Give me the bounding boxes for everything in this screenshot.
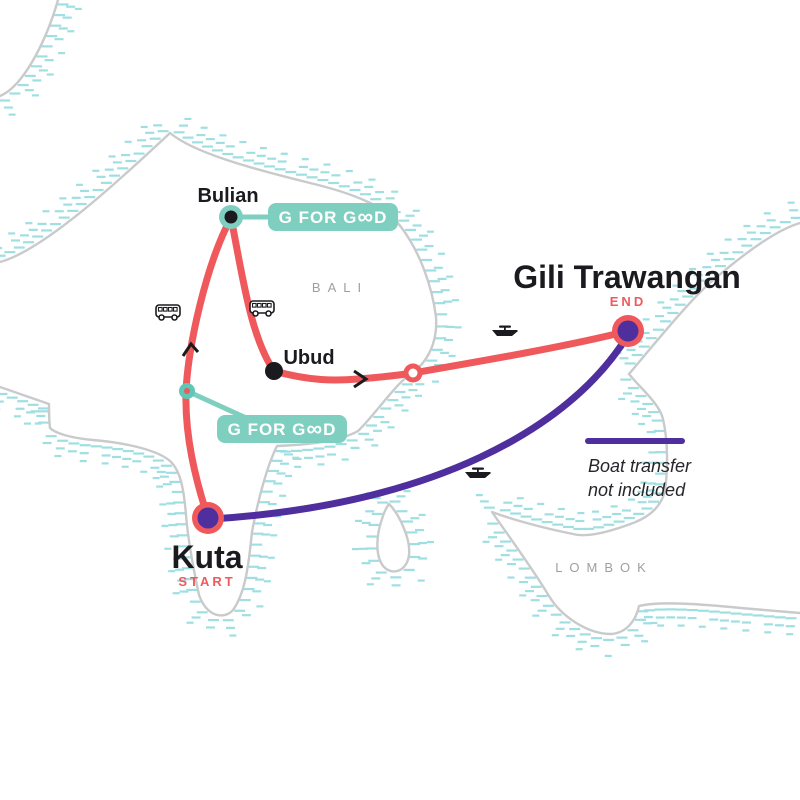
badge-label-part: G FOR G	[279, 208, 358, 227]
region-label-lombok: LOMBOK	[555, 560, 653, 575]
stop-label-kuta: Kuta	[171, 539, 242, 575]
terminal-core	[617, 320, 639, 342]
boat-icon	[492, 325, 518, 336]
bus-window	[157, 306, 163, 312]
bus-icon	[249, 300, 275, 317]
legend-text-line: Boat transfer	[588, 456, 692, 476]
badges-layer: G FOR G∞DG FOR G∞D	[184, 203, 398, 443]
coastline-lombok	[490, 221, 800, 636]
stop-marker-g-for-good-point	[179, 383, 195, 399]
direction-arrow-north	[181, 341, 200, 357]
region-label-bali: BALI	[312, 280, 368, 295]
start-tag: START	[178, 574, 235, 589]
coastline-bali	[0, 131, 438, 617]
stop-marker-kuta	[192, 502, 224, 534]
bus-wheel	[171, 314, 178, 321]
infinity-glyph: ∞	[357, 204, 374, 229]
stop-label-ubud: Ubud	[283, 347, 334, 369]
boat-hull	[492, 330, 518, 336]
boat-mast	[477, 469, 479, 473]
stop-markers-layer	[179, 205, 644, 534]
boat-canopy	[499, 325, 511, 328]
bus-icon	[155, 304, 181, 321]
badge-label-part: D	[323, 420, 336, 439]
g-for-good-badge: G FOR G∞D	[228, 203, 398, 231]
stop-marker-transfer-point	[403, 363, 423, 383]
stop-marker-bulian	[219, 205, 243, 229]
boat-hull	[465, 472, 491, 478]
end-tag: END	[610, 294, 646, 309]
badge-label: G FOR G∞D	[279, 204, 388, 229]
visited-core	[224, 210, 238, 224]
stop-label-bulian: Bulian	[197, 185, 258, 207]
legend: Boat transfer not included	[585, 438, 692, 500]
boat-canopy	[472, 467, 484, 470]
boat-icon	[465, 467, 491, 478]
infinity-glyph: ∞	[306, 416, 323, 441]
badge-background	[268, 203, 398, 231]
island-nusa	[376, 502, 411, 573]
badge-background	[217, 415, 347, 443]
bus-window	[261, 302, 267, 308]
g-for-good-core	[184, 388, 190, 394]
legend-text-line: not included	[588, 480, 686, 500]
badge-label-part: G FOR G	[228, 420, 307, 439]
transport-icons-layer	[155, 300, 518, 478]
route-boat-transfer	[208, 331, 632, 523]
bus-window	[266, 302, 272, 308]
transfer-ring	[403, 363, 423, 383]
bus-window	[172, 306, 178, 312]
stop-marker-ubud	[265, 362, 283, 380]
coastline-java-tip	[0, 0, 60, 98]
city-dot	[265, 362, 283, 380]
terminal-core	[197, 507, 219, 529]
bus-window	[162, 306, 168, 312]
badge-label: G FOR G∞D	[228, 416, 337, 441]
bus-window	[251, 302, 257, 308]
bus-wheel	[252, 310, 259, 317]
bus-wheel	[265, 310, 272, 317]
stop-label-gili-trawangan: Gili Trawangan	[513, 259, 741, 295]
bus-window	[167, 306, 173, 312]
g-for-good-badge: G FOR G∞D	[184, 388, 347, 443]
direction-arrow-east	[353, 369, 369, 389]
coastlines-layer	[0, 0, 800, 636]
stop-marker-gili-trawangan	[612, 315, 644, 347]
badge-label-part: D	[374, 208, 387, 227]
boat-mast	[504, 327, 506, 331]
bus-window	[256, 302, 262, 308]
bus-wheel	[158, 314, 165, 321]
coast-hatching-layer	[0, 3, 800, 658]
